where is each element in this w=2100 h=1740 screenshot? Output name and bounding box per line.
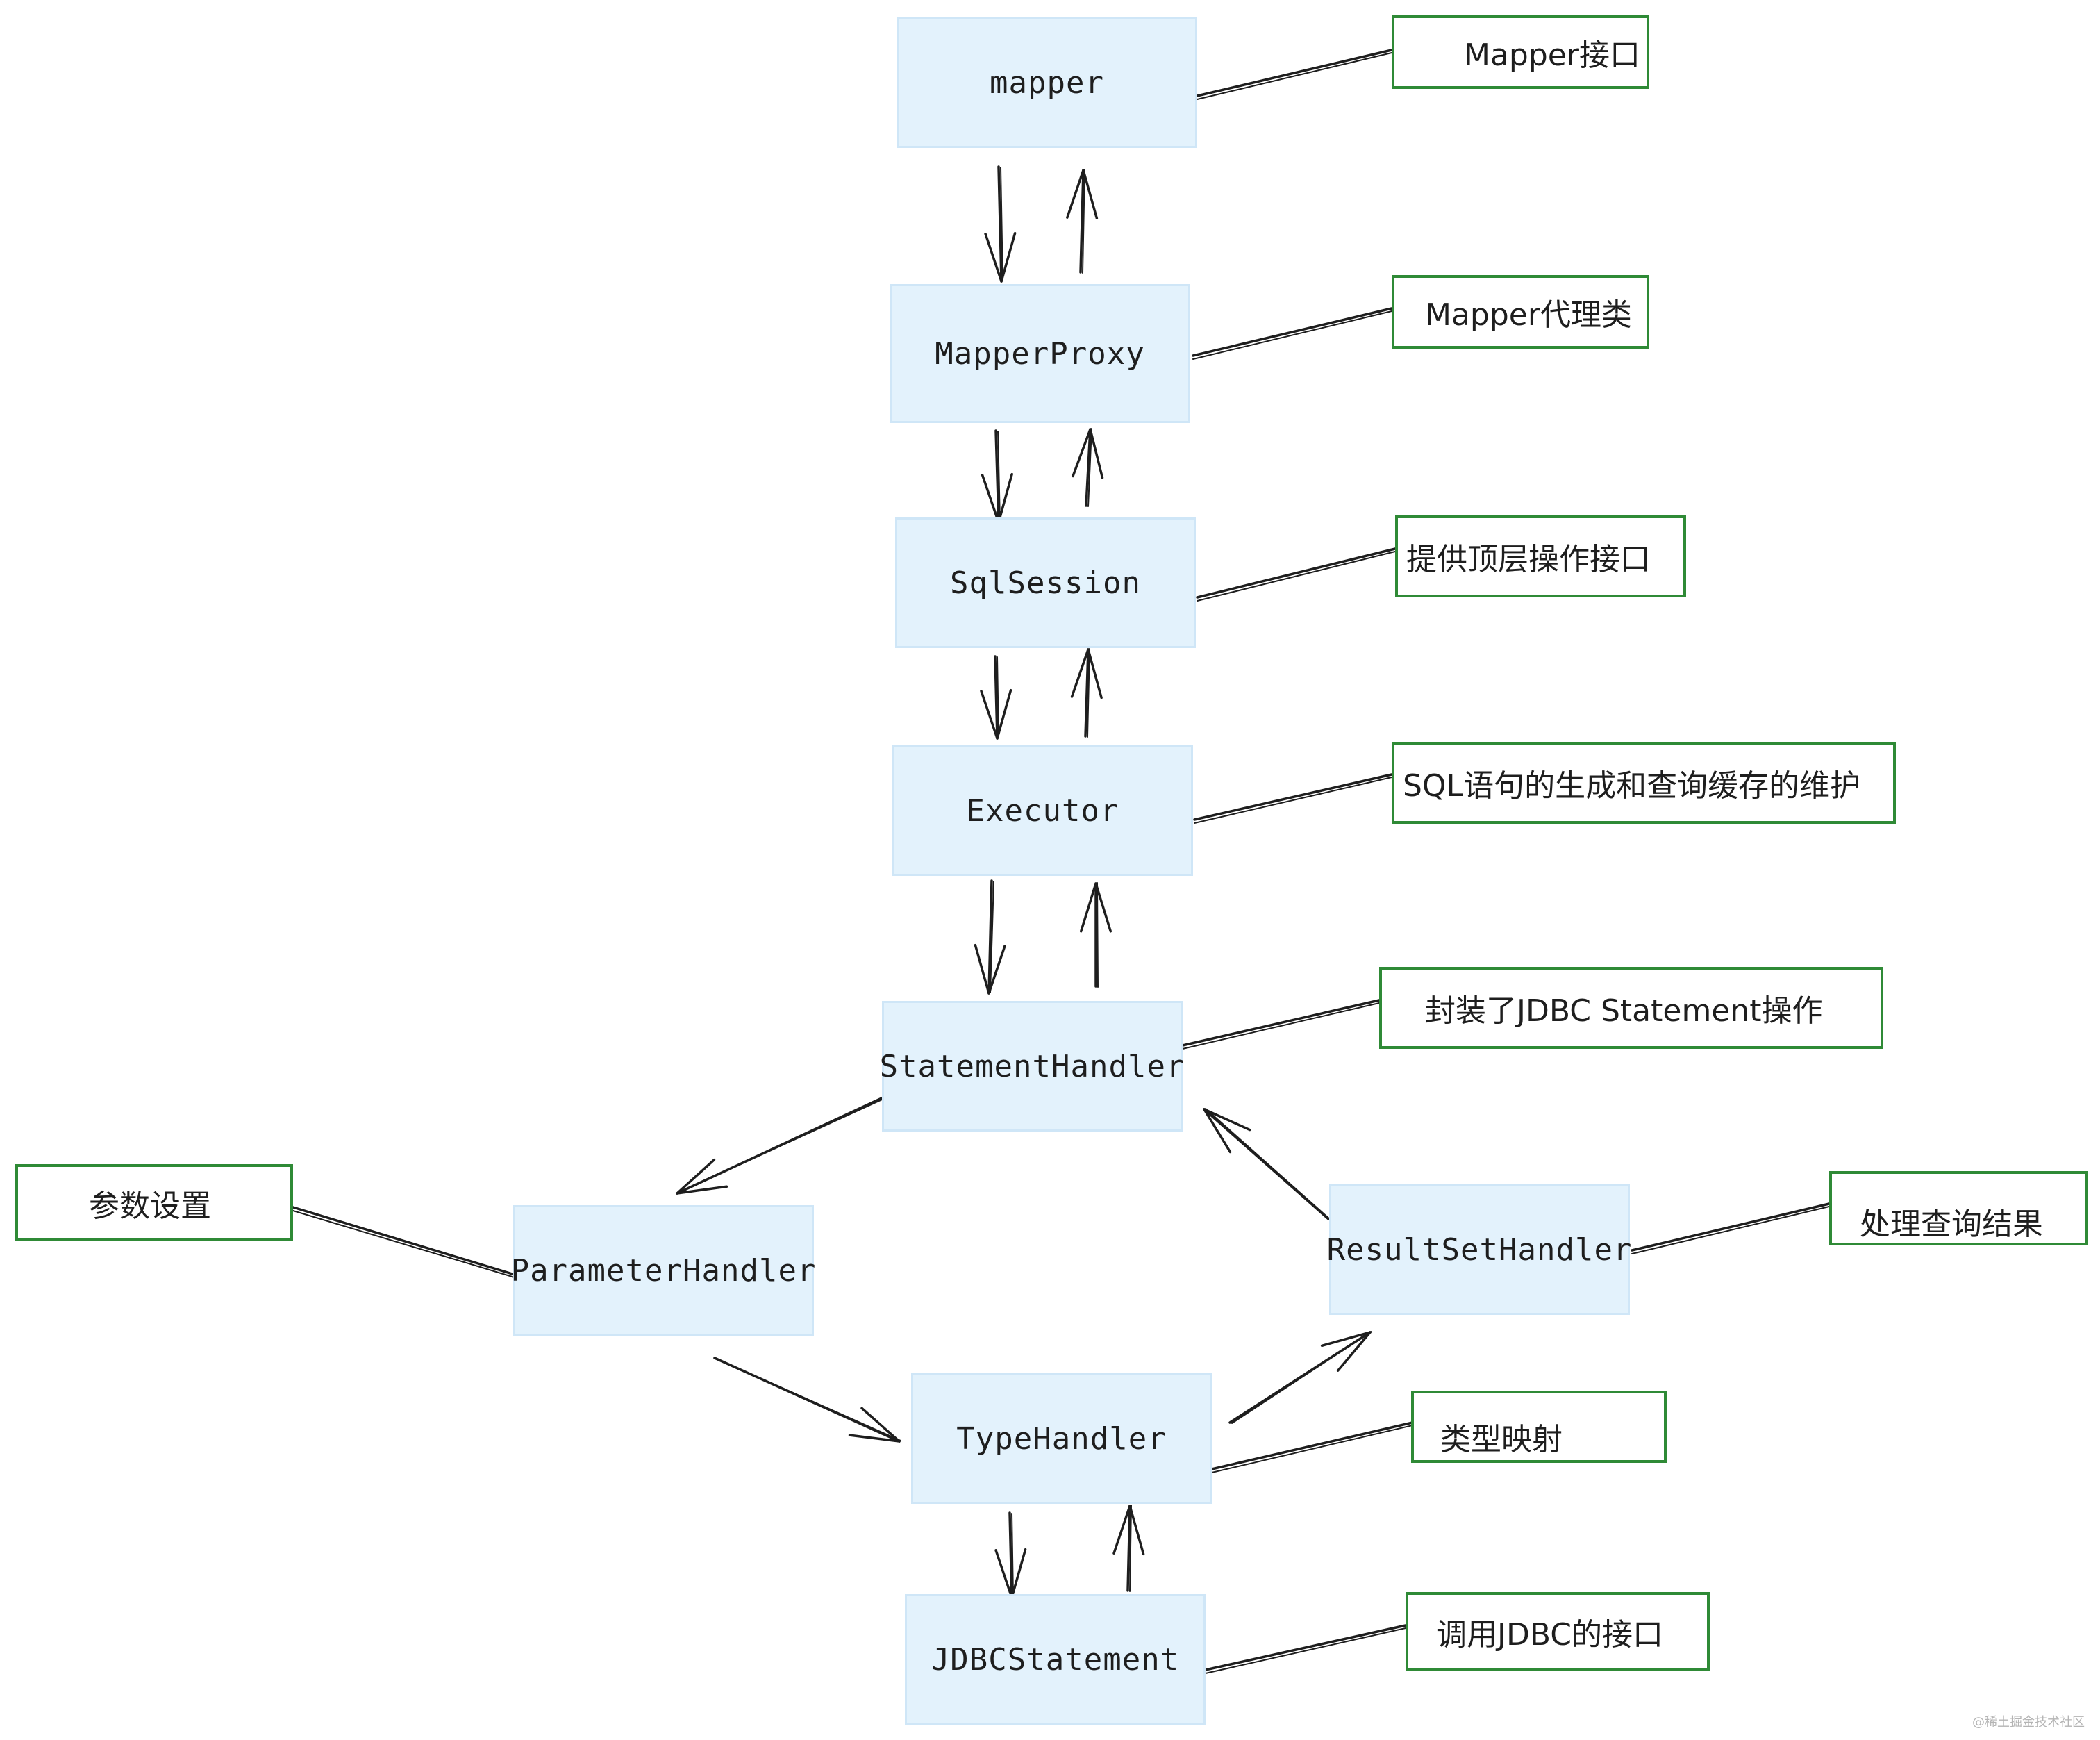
arrow-statement-to-executor-head-b bbox=[1079, 882, 1097, 933]
arrow-type-to-resultset-head-b bbox=[1320, 1331, 1372, 1348]
arrow-executor-to-statement-head-a bbox=[974, 943, 990, 995]
arrow-mapper-to-proxy-head-a bbox=[984, 233, 1003, 283]
arrow-executor-to-statement-sketch bbox=[990, 881, 994, 993]
arrow-mapper-to-proxy bbox=[997, 165, 1003, 283]
arrow-parameter-to-type-head-b bbox=[860, 1407, 901, 1443]
connector-note-jdbc-statement-sketch bbox=[1205, 1627, 1406, 1674]
arrow-type-to-resultset-head-a bbox=[1336, 1331, 1372, 1372]
connector-note-sql-session bbox=[1196, 547, 1397, 599]
connector-note-sql-session-sketch bbox=[1197, 551, 1396, 602]
node-mapper-proxy[interactable]: MapperProxy bbox=[890, 284, 1190, 423]
node-executor[interactable]: Executor bbox=[892, 745, 1193, 876]
arrow-jdbc-to-type-head-a bbox=[1128, 1505, 1145, 1556]
arrow-statement-to-parameter-head-a bbox=[676, 1158, 716, 1195]
arrow-type-to-resultset-sketch bbox=[1231, 1331, 1372, 1424]
connector-note-type-handler-sketch bbox=[1211, 1425, 1413, 1473]
node-result-set-handler[interactable]: ResultSetHandler bbox=[1327, 1184, 1631, 1315]
arrow-mapper-to-proxy-sketch bbox=[1000, 167, 1003, 281]
note-statement-handler-text: 封装了JDBC Statement操作 bbox=[1425, 993, 1823, 1029]
arrow-proxy-to-mapper-head-b bbox=[1066, 169, 1085, 219]
note-type-handler-text: 类型映射 bbox=[1440, 1422, 1562, 1457]
arrow-session-to-executor-sketch bbox=[997, 656, 999, 738]
arrow-parameter-to-type-head-a bbox=[848, 1434, 901, 1443]
note-parameter-handler[interactable]: 参数设置 bbox=[15, 1164, 293, 1241]
arrow-executor-to-statement-head-b bbox=[988, 945, 1006, 995]
connector-note-mapper-sketch bbox=[1197, 52, 1392, 100]
watermark: @稀土掘金技术社区 bbox=[1972, 1715, 2085, 1730]
arrow-statement-to-parameter-sketch bbox=[678, 1096, 889, 1193]
arrow-statement-to-executor-head-a bbox=[1094, 882, 1112, 933]
arrow-session-to-proxy-head-a bbox=[1089, 428, 1104, 479]
arrow-session-to-executor-head-b bbox=[996, 688, 1012, 740]
arrow-jdbc-to-type-sketch bbox=[1129, 1505, 1132, 1592]
note-mapper-proxy-text: Mapper代理类 bbox=[1425, 297, 1632, 333]
arrow-parameter-to-type-sketch bbox=[716, 1358, 901, 1441]
arrow-session-to-executor bbox=[994, 655, 999, 740]
connector-note-jdbc-statement bbox=[1204, 1624, 1407, 1671]
arrow-executor-to-session-sketch bbox=[1087, 648, 1090, 738]
arrow-type-to-jdbc-head-b bbox=[1010, 1548, 1027, 1599]
note-mapper-proxy[interactable]: Mapper代理类 bbox=[1392, 275, 1649, 349]
note-jdbc-statement-text: 调用JDBC的接口 bbox=[1436, 1617, 1663, 1652]
connector-note-executor-sketch bbox=[1194, 777, 1392, 824]
note-statement-handler[interactable]: 封装了JDBC Statement操作 bbox=[1379, 967, 1883, 1049]
arrow-resultset-to-statement-sketch bbox=[1205, 1108, 1331, 1220]
connector-note-executor bbox=[1193, 773, 1393, 821]
connector-note-statement-handler bbox=[1181, 999, 1381, 1047]
arrow-proxy-to-session bbox=[994, 429, 1000, 524]
note-executor-text: SQL语句的生成和查询缓存的维护 bbox=[1403, 768, 1861, 804]
note-result-set-handler[interactable]: 处理查询结果 bbox=[1829, 1171, 2088, 1245]
arrow-proxy-to-mapper-sketch bbox=[1082, 169, 1085, 274]
connector-note-type-handler bbox=[1210, 1421, 1414, 1470]
arrow-type-to-jdbc-sketch bbox=[1011, 1513, 1014, 1598]
arrow-mapper-to-proxy-head-b bbox=[1000, 231, 1017, 283]
arrow-resultset-to-statement-head-b bbox=[1203, 1108, 1232, 1154]
arrow-session-to-proxy-head-b bbox=[1072, 428, 1092, 478]
arrow-resultset-to-statement-head-a bbox=[1203, 1108, 1251, 1132]
arrow-jdbc-to-type-head-b bbox=[1112, 1505, 1131, 1555]
note-mapper[interactable]: Mapper接口 bbox=[1392, 15, 1649, 89]
note-mapper-text: Mapper接口 bbox=[1464, 38, 1640, 73]
node-sql-session[interactable]: SqlSession bbox=[895, 517, 1196, 648]
arrow-type-to-jdbc-head-a bbox=[994, 1549, 1013, 1599]
node-jdbc-statement[interactable]: JDBCStatement bbox=[905, 1594, 1206, 1725]
arrow-executor-to-statement bbox=[988, 879, 993, 995]
node-statement-handler[interactable]: StatementHandler bbox=[880, 1001, 1184, 1132]
connector-note-mapper-proxy-sketch bbox=[1192, 310, 1392, 360]
arrow-statement-to-executor-sketch bbox=[1097, 882, 1099, 988]
arrow-session-to-proxy bbox=[1085, 428, 1092, 507]
arrow-jdbc-to-type bbox=[1126, 1505, 1131, 1592]
note-parameter-handler-text: 参数设置 bbox=[89, 1188, 211, 1224]
node-type-handler[interactable]: TypeHandler bbox=[911, 1373, 1212, 1504]
node-mapper[interactable]: mapper bbox=[897, 17, 1197, 148]
arrow-resultset-to-statement bbox=[1203, 1108, 1330, 1220]
arrow-executor-to-session-head-a bbox=[1087, 648, 1103, 699]
arrow-session-to-executor-head-a bbox=[980, 690, 999, 740]
connector-note-parameter-handler bbox=[292, 1206, 516, 1276]
arrow-executor-to-session bbox=[1084, 648, 1090, 738]
note-type-handler[interactable]: 类型映射 bbox=[1411, 1391, 1667, 1463]
arrow-proxy-to-session-head-a bbox=[981, 474, 1000, 524]
arrow-proxy-to-mapper-head-a bbox=[1082, 169, 1099, 220]
note-sql-session[interactable]: 提供顶层操作接口 bbox=[1395, 515, 1686, 597]
arrow-proxy-to-session-head-b bbox=[997, 472, 1013, 524]
connector-note-result-set-handler bbox=[1631, 1202, 1831, 1252]
arrow-session-to-proxy-sketch bbox=[1088, 428, 1092, 507]
note-executor[interactable]: SQL语句的生成和查询缓存的维护 bbox=[1392, 742, 1896, 824]
node-parameter-handler[interactable]: ParameterHandler bbox=[511, 1205, 815, 1336]
arrow-proxy-to-mapper bbox=[1079, 169, 1085, 274]
arrow-proxy-to-session-sketch bbox=[997, 431, 1001, 522]
connector-note-parameter-handler-sketch bbox=[292, 1210, 515, 1278]
connector-note-mapper-proxy bbox=[1192, 307, 1393, 357]
connector-note-result-set-handler-sketch bbox=[1631, 1206, 1830, 1254]
arrow-type-to-jdbc bbox=[1008, 1511, 1013, 1599]
connector-note-mapper bbox=[1196, 49, 1393, 97]
arrow-statement-to-parameter-head-b bbox=[676, 1185, 728, 1195]
note-jdbc-statement[interactable]: 调用JDBC的接口 bbox=[1406, 1592, 1710, 1671]
arrow-executor-to-session-head-b bbox=[1070, 648, 1090, 698]
note-result-set-handler-text: 处理查询结果 bbox=[1860, 1206, 2043, 1242]
note-sql-session-text: 提供顶层操作接口 bbox=[1406, 542, 1651, 577]
connector-note-statement-handler-sketch bbox=[1182, 1002, 1380, 1050]
